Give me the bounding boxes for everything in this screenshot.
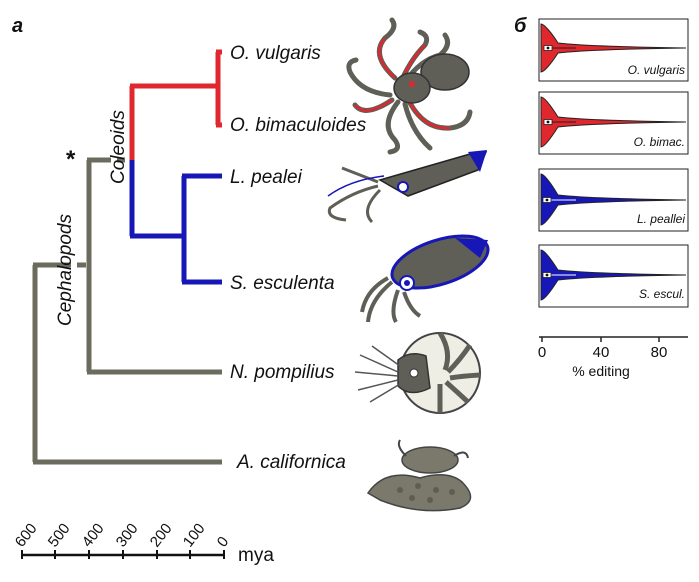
violin-o-vulgaris: O. vulgaris (538, 18, 689, 82)
violin-s-escul: S. escul. (538, 244, 689, 308)
octopus-illustration (346, 17, 473, 155)
violin-x-label: % editing (572, 363, 630, 379)
panel-a-label: а (12, 15, 23, 37)
violin-label-s-escul: S. escul. (639, 287, 685, 301)
violin-tick-40: 40 (593, 344, 610, 361)
time-axis: 600 500 400 300 200 100 0 mya (12, 520, 275, 566)
species-n-pompilius: N. pompilius (230, 362, 335, 383)
violin-label-o-bimac: O. bimac. (634, 135, 685, 149)
species-l-pealei: L. pealei (230, 167, 303, 188)
time-tick-600: 600 (12, 520, 41, 550)
violin-tick-0: 0 (538, 344, 546, 361)
panel-b-label: б (514, 15, 527, 37)
time-tick-500: 500 (45, 520, 74, 550)
species-s-esculenta: S. esculenta (230, 273, 335, 294)
time-tick-300: 300 (113, 520, 142, 550)
species-o-bimaculoides: O. bimaculoides (230, 115, 367, 136)
violin-tick-80: 80 (651, 344, 668, 361)
time-axis-unit: mya (238, 545, 274, 566)
violin-label-o-vulgaris: O. vulgaris (628, 63, 685, 77)
cuttlefish-illustration (360, 234, 490, 324)
time-tick-100: 100 (180, 520, 209, 550)
coleoids-label: Coleoids (108, 110, 129, 184)
violin-panel: O. vulgaris O. bimac. L. peallei (538, 18, 689, 379)
violin-l-peallei: L. peallei (538, 168, 689, 232)
nautilus-illustration (354, 331, 481, 414)
asterisk-marker: * (66, 146, 76, 173)
time-tick-0: 0 (214, 533, 233, 550)
species-o-vulgaris: O. vulgaris (230, 43, 321, 64)
time-axis-ticks (21, 550, 225, 559)
sea-hare-illustration (366, 439, 472, 512)
phylogenetic-tree (32, 49, 222, 465)
species-labels: O. vulgaris O. bimaculoides L. pealei S.… (230, 43, 367, 473)
time-tick-200: 200 (147, 520, 176, 550)
cephalopods-label: Cephalopods (55, 214, 76, 326)
species-a-californica: A. californica (236, 452, 346, 473)
violin-label-l-peallei: L. peallei (637, 212, 685, 226)
violin-o-bimac: O. bimac. (538, 91, 689, 155)
time-tick-400: 400 (79, 520, 108, 550)
squid-illustration (327, 150, 488, 224)
